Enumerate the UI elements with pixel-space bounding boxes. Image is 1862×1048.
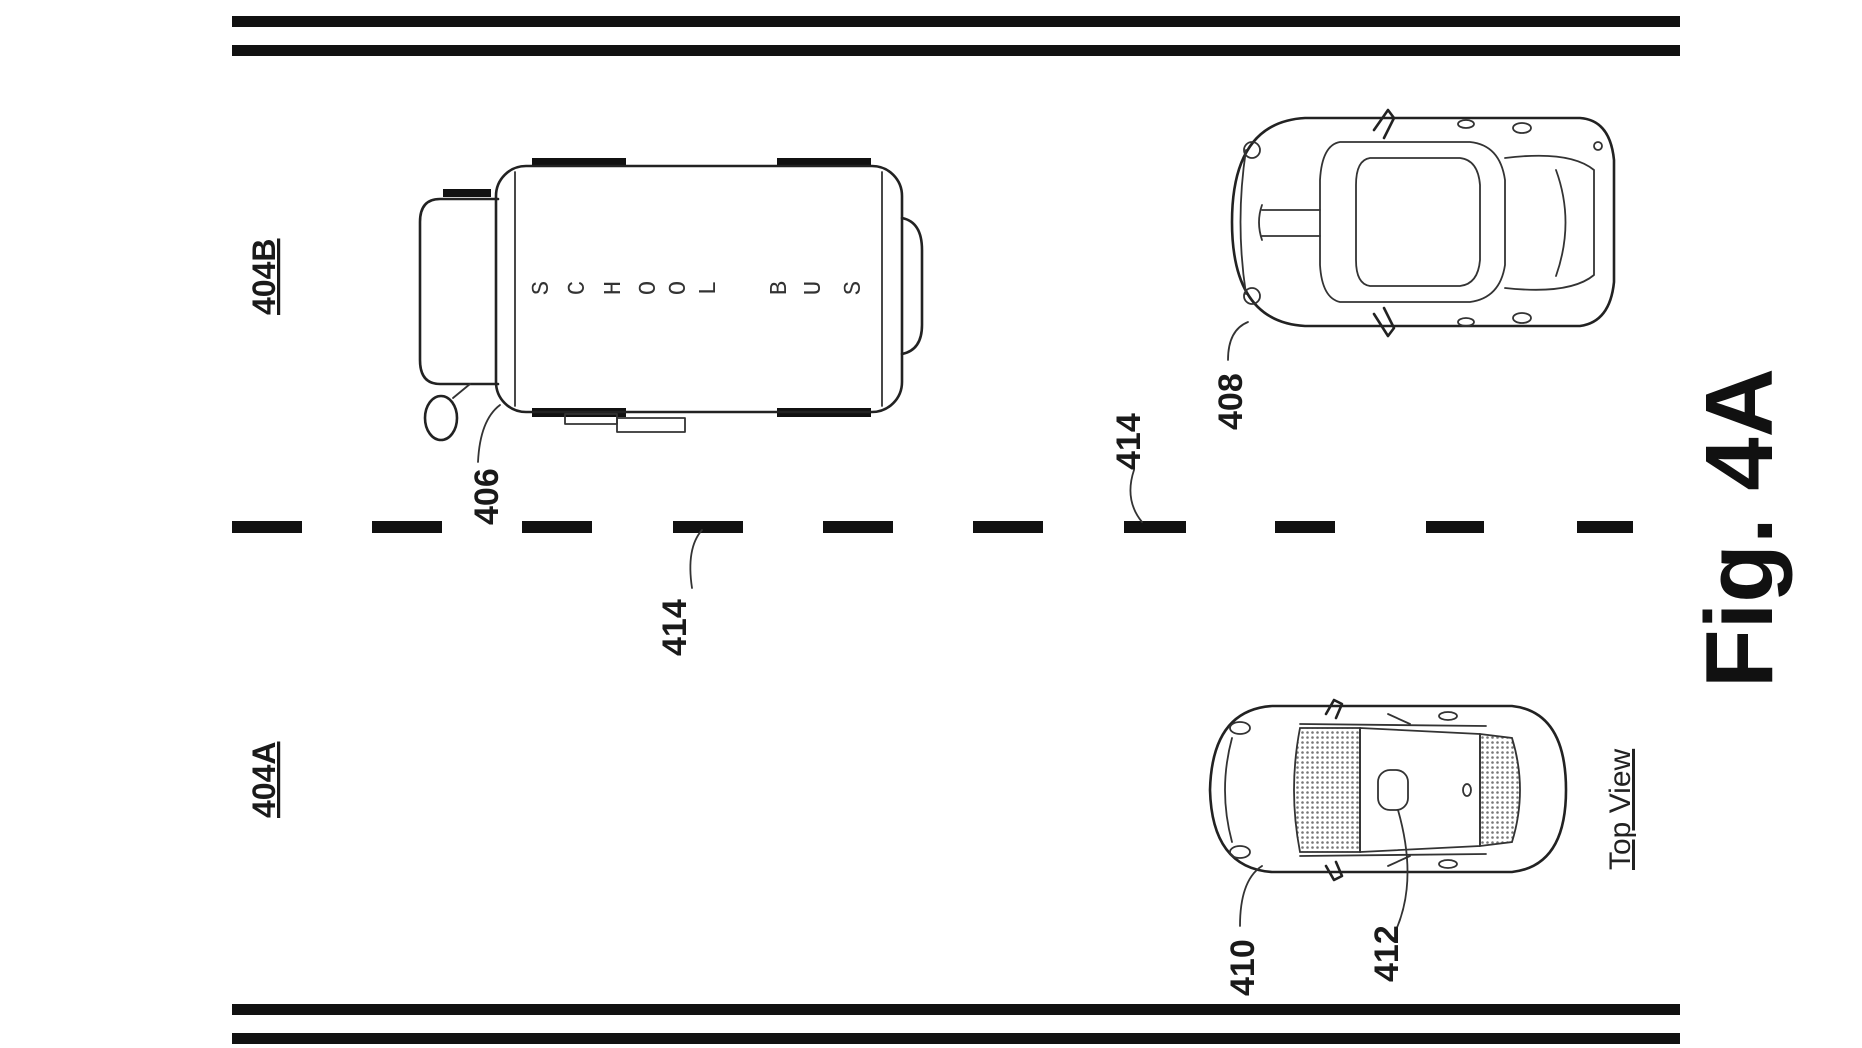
car-lower — [1208, 698, 1568, 882]
ref-412: 412 — [1368, 925, 1406, 982]
car-upper — [1230, 108, 1616, 338]
bus-letter-1: S — [529, 281, 556, 295]
ref-408: 408 — [1212, 373, 1250, 430]
leader-410 — [1239, 865, 1263, 927]
sensor-412 — [1377, 769, 1409, 811]
leader-414-right — [1129, 469, 1143, 523]
bus-letter-2: C — [565, 281, 592, 295]
ref-406: 406 — [468, 468, 506, 525]
lane-label-404a: 404A — [246, 742, 282, 819]
leader-406 — [477, 404, 501, 463]
ref-414-left: 414 — [656, 599, 694, 656]
leader-414-left — [689, 529, 703, 589]
ref-414-right: 414 — [1110, 413, 1148, 470]
bus-letter-6: L — [696, 281, 723, 295]
road-edge-top — [232, 16, 1680, 56]
leader-408 — [1227, 321, 1249, 361]
leader-412 — [1395, 809, 1409, 931]
bus-letter-3: H — [601, 281, 628, 295]
bus-letter-9: S — [841, 281, 868, 295]
bus-letter-8: U — [801, 281, 828, 295]
top-view-label: Top View — [1604, 748, 1637, 870]
figure-title: Fig. 4A — [1686, 368, 1793, 688]
ref-410: 410 — [1224, 939, 1262, 996]
bus-letter-4: O — [636, 281, 663, 295]
lane-marker-dashed — [232, 521, 1633, 533]
school-bus: S C H O O L B U S — [418, 158, 924, 442]
bus-letter-7: B — [767, 281, 794, 295]
road-edge-bottom — [232, 1004, 1680, 1044]
lane-label-404b: 404B — [246, 239, 282, 316]
bus-letter-5: O — [666, 281, 693, 295]
